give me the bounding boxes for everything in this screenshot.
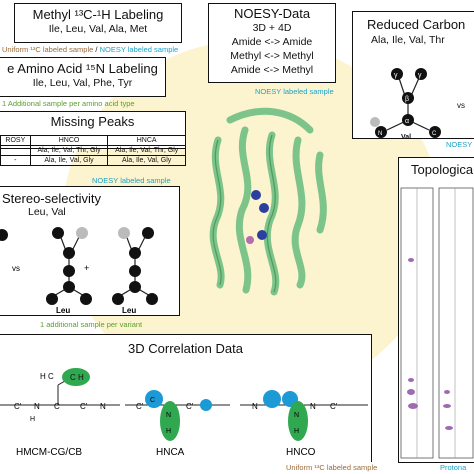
methyl-note: Uniform ¹³C labeled sample / NOESY label… [2, 45, 178, 54]
stereo-title: Stereo-selectivity [2, 191, 101, 206]
svg-text:C': C' [330, 402, 338, 411]
correlation-box: 3D Correlation Data C H H C C' N C C' N … [0, 334, 372, 462]
methyl-labeling-box: Methyl ¹³C-¹H Labeling Ile, Leu, Val, Al… [14, 3, 182, 43]
reduced-carbon-box: Reduced Carbon Ala, Ile, Val, Thr γ γ β … [352, 11, 474, 140]
svg-text:C': C' [80, 402, 88, 411]
label-hmcm: HMCM-CG/CB [16, 447, 82, 458]
noesy-line-4: Amide <-> Methyl [230, 64, 314, 76]
svg-text:H: H [166, 428, 171, 435]
topology-title: Topologica [411, 162, 474, 177]
table-cell: Ala, Ile, Val, Gly [107, 155, 186, 166]
stereo-selectivity-box: Stereo-selectivity Leu, Val vs + Leu Leu [0, 186, 180, 316]
table-cell: Ala, Ile, Val, Thr, Gly [29, 145, 109, 156]
noesy-note: NOESY labeled sample [255, 87, 334, 96]
svg-text:N: N [252, 402, 258, 411]
table-row: Ala, Ile, Val, Thr, Gly Ala, Ile, Val, T… [0, 145, 186, 156]
stereo-vs: vs [12, 264, 20, 273]
topology-spectra [400, 187, 474, 459]
correlation-title: 3D Correlation Data [128, 341, 243, 356]
leu-label-2: Leu [122, 306, 136, 315]
svg-text:γ: γ [394, 72, 398, 79]
table-header-row: ROSY HNCO HNCA [0, 135, 186, 146]
svg-text:γ: γ [418, 72, 422, 79]
protein-structure [209, 107, 327, 296]
val-label: Val [401, 134, 411, 140]
amino-title: e Amino Acid ¹⁵N Labeling [7, 61, 158, 76]
table-row: - Ala, Ile, Val, Gly Ala, Ile, Val, Gly [0, 155, 186, 166]
table-cell: Ala, Ile, Val, Gly [29, 155, 109, 166]
leu-label-1: Leu [56, 306, 70, 315]
missing-peaks-table: ROSY HNCO HNCA Ala, Ile, Val, Thr, Gly A… [0, 135, 186, 166]
svg-text:N: N [310, 402, 316, 411]
noesy-line-2: Amide <-> Amide [231, 36, 313, 48]
svg-text:C: C [432, 131, 437, 137]
table-cell [0, 145, 31, 156]
correlation-diagram: C H H C C' N C C' N H HMCM-CG/CB C C' C'… [0, 368, 368, 458]
stereo-plus: + [84, 263, 89, 273]
svg-text:C: C [54, 402, 60, 411]
table-cell: - [0, 155, 31, 166]
svg-text:N: N [378, 131, 382, 137]
uniform-label-note: Uniform ¹³C labeled sample [2, 45, 94, 54]
svg-text:N: N [34, 402, 40, 411]
noesy-line-3: Methyl <-> Methyl [230, 50, 314, 62]
svg-text:N: N [100, 402, 106, 411]
svg-text:H C: H C [40, 372, 54, 381]
missing-note: NOESY labeled sample [92, 176, 171, 185]
stereo-note: 1 additional sample per variant [40, 320, 143, 329]
table-cell: Ala, Ile, Val, Thr, Gly [107, 145, 186, 156]
reduced-note: NOESY [446, 140, 473, 149]
svg-text:N: N [166, 412, 171, 419]
leucine-diagrams: vs + Leu Leu [0, 227, 158, 315]
svg-text:C': C' [14, 402, 22, 411]
svg-text:C': C' [136, 402, 144, 411]
reduced-vs: vs [457, 101, 465, 110]
amino-note: 1 Additional sample per amino acid type [2, 99, 135, 108]
col-header-rosy: ROSY [0, 135, 31, 146]
amino-labeling-box: e Amino Acid ¹⁵N Labeling Ile, Leu, Val,… [0, 57, 166, 97]
reduced-residues: Ala, Ile, Val, Thr [371, 34, 445, 46]
svg-text:α: α [405, 118, 409, 125]
methyl-title: Methyl ¹³C-¹H Labeling [32, 7, 164, 22]
topology-note: Protona [440, 463, 467, 472]
methyl-residues: Ile, Leu, Val, Ala, Met [48, 23, 148, 35]
col-header-hnco: HNCO [29, 135, 109, 146]
label-hnco: HNCO [286, 447, 316, 458]
svg-text:β: β [405, 96, 409, 103]
topology-box: Topologica [398, 157, 474, 463]
noesy-line-1: 3D + 4D [252, 22, 292, 34]
svg-text:N: N [294, 412, 299, 419]
missing-title: Missing Peaks [50, 114, 135, 129]
reduced-title: Reduced Carbon [367, 17, 466, 32]
noesy-data-box: NOESY-Data 3D + 4D Amide <-> Amide Methy… [208, 3, 336, 83]
note-separator: / [93, 45, 100, 54]
col-header-hnca: HNCA [107, 135, 186, 146]
svg-text:C: C [150, 397, 155, 404]
noesy-title: NOESY-Data [233, 6, 311, 21]
svg-text:C H: C H [70, 373, 84, 382]
valine-diagram: γ γ β α N C Val vs [370, 68, 465, 140]
noesy-label-note: NOESY labeled sample [99, 45, 179, 54]
label-hnca: HNCA [156, 447, 185, 458]
correlation-note: Uniform ¹³C labeled sample [286, 463, 378, 472]
svg-text:C': C' [186, 402, 194, 411]
stereo-residues: Leu, Val [28, 206, 66, 218]
svg-text:H: H [294, 428, 299, 435]
amino-residues: Ile, Leu, Val, Phe, Tyr [32, 77, 133, 89]
svg-text:H: H [30, 416, 35, 423]
